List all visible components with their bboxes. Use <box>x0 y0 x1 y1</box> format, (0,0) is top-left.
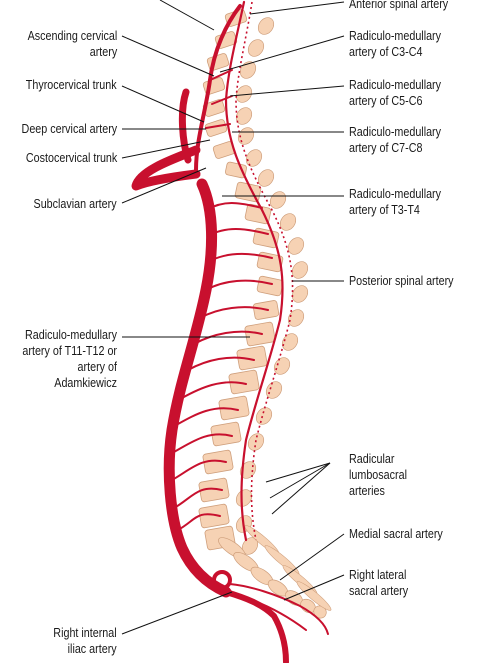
spinous-process <box>239 461 257 479</box>
spinous-process <box>273 357 291 375</box>
leader-lines <box>121 0 345 635</box>
vertebral-body <box>218 395 250 421</box>
spinous-process <box>245 149 263 167</box>
spinous-process <box>257 17 275 35</box>
label-costocervical-trunk: Costocervical trunk <box>25 151 117 165</box>
leader-line <box>121 591 233 635</box>
label-anterior-spinal-artery: Anterior spinal artery <box>349 0 449 11</box>
spinous-process <box>257 169 275 187</box>
label-deep-cervical-artery: Deep cervical artery <box>21 122 117 136</box>
spinous-process <box>269 191 287 209</box>
leader-line <box>271 462 331 515</box>
segmental-artery <box>181 381 247 399</box>
subclavian-artery-vessel <box>131 145 201 191</box>
spinous-process <box>291 285 309 303</box>
spinous-process <box>235 489 253 507</box>
lateral-sacral-artery-vessel <box>245 597 307 631</box>
segmental-artery <box>177 513 221 531</box>
leader-line <box>121 167 207 204</box>
leader-line <box>121 35 215 77</box>
sacral-crest <box>296 581 332 611</box>
leader-line <box>121 139 211 159</box>
segmental-artery <box>205 202 263 211</box>
thyrocervical-trunk-vessel <box>178 88 192 164</box>
spinous-process <box>291 261 309 279</box>
segmental-artery <box>199 306 269 319</box>
segmental-artery <box>173 487 223 509</box>
leader-line <box>229 85 345 97</box>
segmental-artery <box>205 279 273 291</box>
spinous-process <box>237 127 255 145</box>
vertebral-body <box>236 345 268 371</box>
cervical-radicular-branch <box>205 123 231 129</box>
leader-line <box>219 35 345 73</box>
segmental-artery <box>173 433 233 453</box>
vertebral-body <box>198 477 230 503</box>
leader-line <box>279 533 345 581</box>
medial-sacral-artery-vessel <box>229 583 329 635</box>
arterial-network <box>131 0 329 663</box>
spinous-process <box>255 407 273 425</box>
spinous-process <box>265 381 283 399</box>
leader-line <box>265 462 331 483</box>
segmental-artery <box>193 330 263 345</box>
cervical-radicular-branch <box>209 69 233 81</box>
label-posterior-spinal-artery: Posterior spinal artery <box>349 274 454 288</box>
spinous-process <box>247 39 265 57</box>
spinous-process <box>235 107 253 125</box>
segmental-artery <box>207 228 269 237</box>
spinous-process <box>279 213 297 231</box>
vertebral-body <box>198 503 230 529</box>
descending-aorta-vessel <box>163 178 232 598</box>
vertebral-body <box>256 275 284 297</box>
vertebral-body <box>202 449 234 475</box>
spinous-process <box>287 309 305 327</box>
label-thyrocervical-trunk: Thyrocervical trunk <box>26 78 117 92</box>
spinous-process <box>235 85 253 103</box>
segmental-artery <box>177 407 239 425</box>
vertebral-body <box>228 369 260 395</box>
leader-line <box>249 1 345 15</box>
leader-line <box>159 0 215 31</box>
cervical-radicular-branch <box>211 95 233 105</box>
label-medial-sacral-artery: Medial sacral artery <box>349 527 443 541</box>
spinous-process <box>281 333 299 351</box>
leader-line <box>283 574 345 601</box>
spinous-process <box>287 237 305 255</box>
vertebral-body <box>202 77 226 95</box>
segmental-artery <box>171 459 227 481</box>
segmental-artery <box>187 356 255 371</box>
iliac-bifurcation <box>212 570 232 590</box>
leader-line <box>121 85 205 123</box>
label-subclavian-artery: Subclavian artery <box>33 197 117 211</box>
leader-line <box>269 462 331 499</box>
right-internal-iliac-vessel <box>223 589 289 663</box>
segmental-artery <box>207 252 273 263</box>
